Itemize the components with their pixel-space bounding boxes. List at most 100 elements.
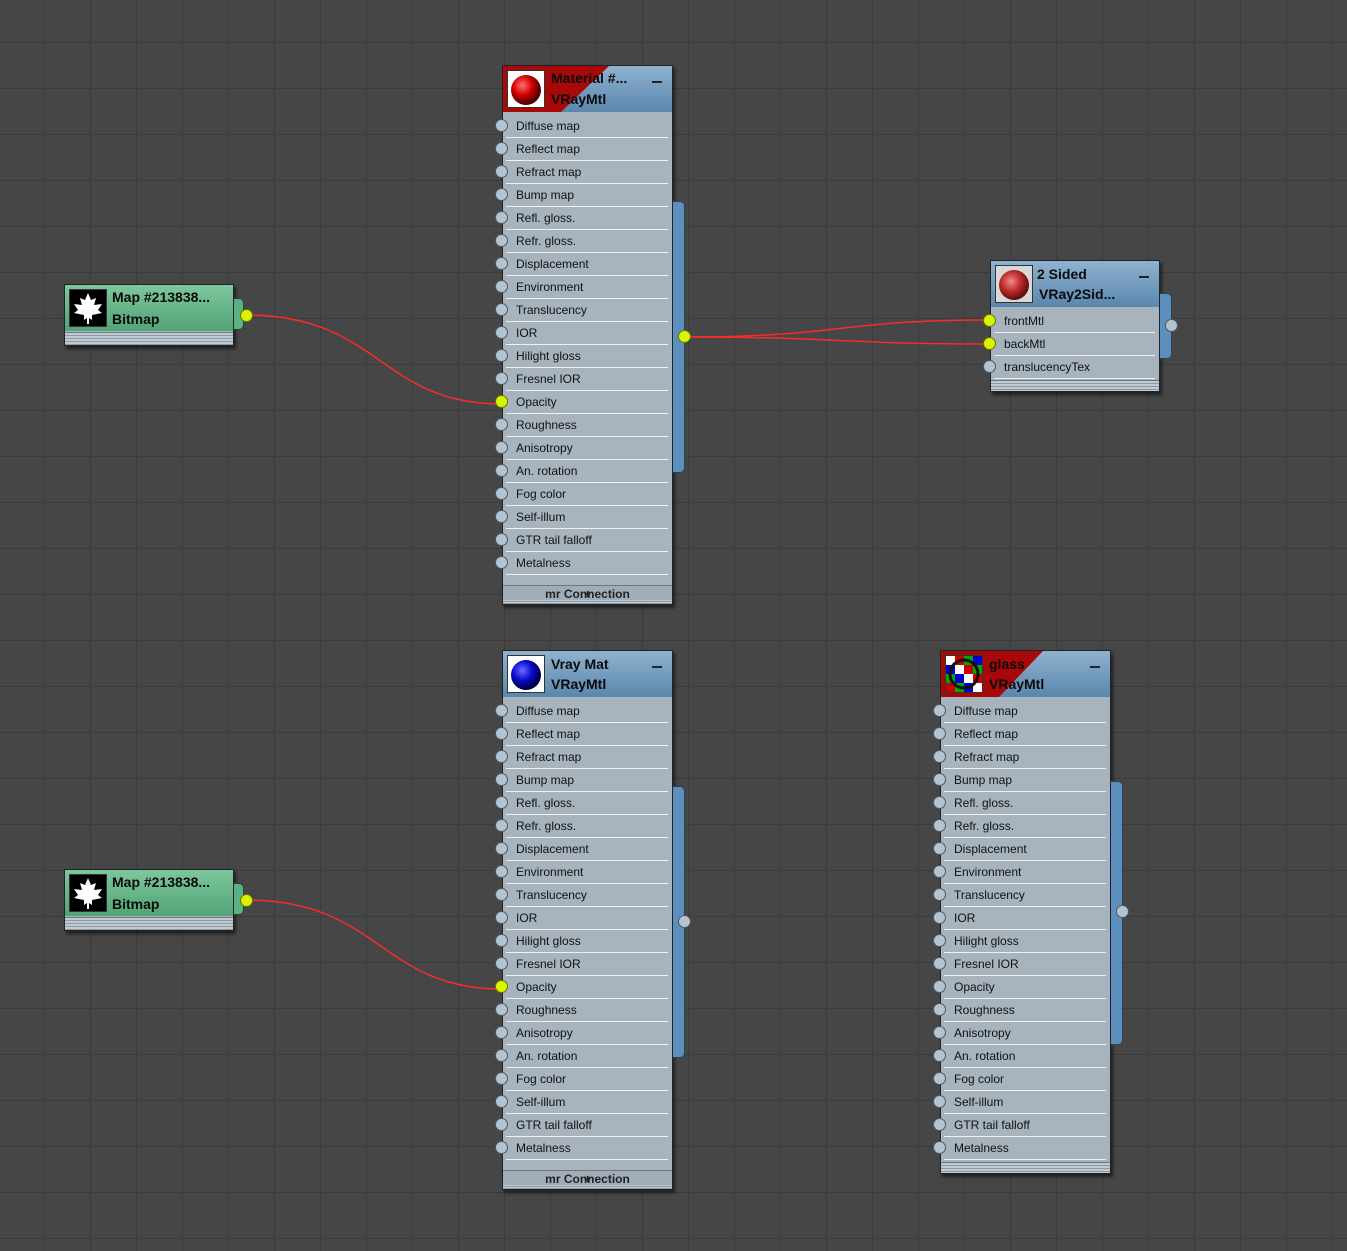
slot-input-socket[interactable] — [495, 1095, 508, 1108]
slot-input-socket[interactable] — [495, 487, 508, 500]
slot-input-socket[interactable] — [495, 234, 508, 247]
slot-input-socket[interactable] — [933, 1095, 946, 1108]
bitmap-output-socket[interactable] — [240, 894, 253, 907]
slot-input-socket[interactable] — [495, 326, 508, 339]
slot-refr-gloss[interactable]: Refr. gloss. — [944, 815, 1106, 838]
slot-input-socket[interactable] — [933, 1141, 946, 1154]
slot-self-illum[interactable]: Self-illum — [944, 1091, 1106, 1114]
slot-input-socket[interactable] — [495, 142, 508, 155]
slot-fog-color[interactable]: Fog color — [944, 1068, 1106, 1091]
material-output-socket[interactable] — [678, 915, 691, 928]
slot-gtr-tail-falloff[interactable]: GTR tail falloff — [506, 1114, 668, 1137]
slot-input-socket[interactable] — [983, 337, 996, 350]
slot-refract-map[interactable]: Refract map — [506, 746, 668, 769]
slot-input-socket[interactable] — [933, 1049, 946, 1062]
slot-input-socket[interactable] — [495, 510, 508, 523]
slot-roughness[interactable]: Roughness — [944, 999, 1106, 1022]
slot-ior[interactable]: IOR — [944, 907, 1106, 930]
slot-metalness[interactable]: Metalness — [506, 552, 668, 575]
slot-hilight-gloss[interactable]: Hilight gloss — [944, 930, 1106, 953]
slot-input-socket[interactable] — [495, 980, 508, 993]
slot-input-socket[interactable] — [495, 704, 508, 717]
slot-metalness[interactable]: Metalness — [506, 1137, 668, 1160]
slot-diffuse-map[interactable]: Diffuse map — [506, 700, 668, 723]
slot-an-rotation[interactable]: An. rotation — [944, 1045, 1106, 1068]
material-output-socket[interactable] — [1116, 905, 1129, 918]
material-output-socket[interactable] — [678, 330, 691, 343]
slot-refl-gloss[interactable]: Refl. gloss. — [506, 792, 668, 815]
slot-reflect-map[interactable]: Reflect map — [506, 138, 668, 161]
slot-input-socket[interactable] — [495, 211, 508, 224]
slot-displacement[interactable]: Displacement — [506, 838, 668, 861]
slot-self-illum[interactable]: Self-illum — [506, 1091, 668, 1114]
slot-fresnel-ior[interactable]: Fresnel IOR — [944, 953, 1106, 976]
slot-backmtl[interactable]: backMtl — [994, 333, 1155, 356]
slot-bump-map[interactable]: Bump map — [506, 184, 668, 207]
slot-input-socket[interactable] — [933, 773, 946, 786]
slot-translucency[interactable]: Translucency — [944, 884, 1106, 907]
slot-displacement[interactable]: Displacement — [944, 838, 1106, 861]
collapse-button[interactable] — [1135, 265, 1153, 281]
slot-input-socket[interactable] — [495, 1026, 508, 1039]
slot-fog-color[interactable]: Fog color — [506, 1068, 668, 1091]
slot-opacity[interactable]: Opacity — [506, 391, 668, 414]
slot-input-socket[interactable] — [933, 750, 946, 763]
slot-input-socket[interactable] — [933, 842, 946, 855]
mr-connection-rollout[interactable]: mr Connection + — [503, 1170, 672, 1189]
slot-input-socket[interactable] — [495, 372, 508, 385]
slot-input-socket[interactable] — [495, 773, 508, 786]
slot-input-socket[interactable] — [933, 911, 946, 924]
slot-environment[interactable]: Environment — [944, 861, 1106, 884]
slot-frontmtl[interactable]: frontMtl — [994, 310, 1155, 333]
slot-roughness[interactable]: Roughness — [506, 999, 668, 1022]
mr-connection-rollout[interactable]: mr Connection + — [503, 585, 672, 604]
collapse-button[interactable] — [1086, 655, 1104, 671]
slot-input-socket[interactable] — [933, 957, 946, 970]
slot-displacement[interactable]: Displacement — [506, 253, 668, 276]
slot-ior[interactable]: IOR — [506, 322, 668, 345]
slot-input-socket[interactable] — [983, 314, 996, 327]
slot-input-socket[interactable] — [495, 819, 508, 832]
slot-input-socket[interactable] — [495, 165, 508, 178]
slot-refr-gloss[interactable]: Refr. gloss. — [506, 230, 668, 253]
slot-input-socket[interactable] — [933, 1026, 946, 1039]
slot-input-socket[interactable] — [933, 934, 946, 947]
slot-metalness[interactable]: Metalness — [944, 1137, 1106, 1160]
slot-fresnel-ior[interactable]: Fresnel IOR — [506, 953, 668, 976]
slot-input-socket[interactable] — [495, 1141, 508, 1154]
slot-anisotropy[interactable]: Anisotropy — [506, 437, 668, 460]
slot-input-socket[interactable] — [495, 1118, 508, 1131]
slot-input-socket[interactable] — [495, 257, 508, 270]
slot-input-socket[interactable] — [495, 750, 508, 763]
slot-opacity[interactable]: Opacity — [506, 976, 668, 999]
bitmap-output-socket[interactable] — [240, 309, 253, 322]
slot-input-socket[interactable] — [495, 349, 508, 362]
slot-input-socket[interactable] — [495, 865, 508, 878]
slot-input-socket[interactable] — [933, 819, 946, 832]
slot-input-socket[interactable] — [933, 727, 946, 740]
slot-refl-gloss[interactable]: Refl. gloss. — [944, 792, 1106, 815]
bitmap-node-header[interactable]: Map #213838... Bitmap — [65, 285, 233, 331]
bitmap-node-1[interactable]: Map #213838... Bitmap — [64, 284, 253, 346]
slot-ior[interactable]: IOR — [506, 907, 668, 930]
slot-input-socket[interactable] — [983, 360, 996, 373]
bitmap-node-header[interactable]: Map #213838... Bitmap — [65, 870, 233, 916]
slot-input-socket[interactable] — [933, 888, 946, 901]
slot-translucency[interactable]: Translucency — [506, 299, 668, 322]
collapse-button[interactable] — [648, 70, 666, 86]
two-sided-output-socket[interactable] — [1165, 319, 1178, 332]
slot-input-socket[interactable] — [495, 888, 508, 901]
slot-input-socket[interactable] — [495, 395, 508, 408]
slot-input-socket[interactable] — [495, 556, 508, 569]
slot-an-rotation[interactable]: An. rotation — [506, 460, 668, 483]
slot-input-socket[interactable] — [495, 441, 508, 454]
slot-gtr-tail-falloff[interactable]: GTR tail falloff — [944, 1114, 1106, 1137]
slot-input-socket[interactable] — [495, 842, 508, 855]
slot-input-socket[interactable] — [495, 119, 508, 132]
slot-input-socket[interactable] — [495, 1003, 508, 1016]
slot-input-socket[interactable] — [495, 911, 508, 924]
slot-refl-gloss[interactable]: Refl. gloss. — [506, 207, 668, 230]
slot-reflect-map[interactable]: Reflect map — [506, 723, 668, 746]
